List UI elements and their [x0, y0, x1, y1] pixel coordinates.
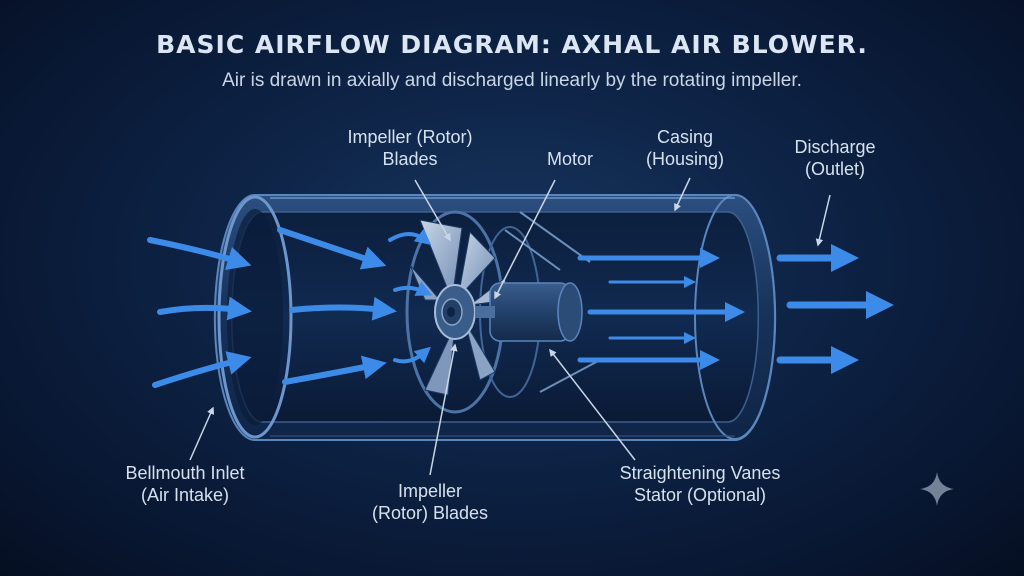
- outlet-rim: [694, 194, 776, 440]
- diagram-subtitle: Air is drawn in axially and discharged l…: [222, 70, 802, 91]
- discharge-airflow-arrows: [776, 244, 894, 374]
- diagram-title: BASIC AIRFLOW DIAGRAM: AXHAL AIR BLOWER.: [156, 30, 868, 59]
- sparkle-icon: [920, 472, 954, 506]
- vanes-label: Straightening Vanes Stator (Optional): [619, 463, 781, 505]
- interior-airflow-arrows: [577, 248, 745, 370]
- swirl-arrows: [388, 228, 433, 364]
- motor-label: Motor: [546, 149, 593, 169]
- casing-label: Casing (Housing): [645, 127, 725, 169]
- bellmouth-label: Bellmouth Inlet (Air Intake): [125, 463, 245, 505]
- bellmouth-inlet: [217, 195, 293, 439]
- impeller-top-label: Impeller (Rotor) Blades: [347, 127, 473, 169]
- discharge-label: Discharge (Outlet): [794, 137, 876, 179]
- impeller-bottom-label: Impeller (Rotor) Blades: [371, 481, 489, 523]
- inlet-airflow-arrows: [147, 227, 397, 388]
